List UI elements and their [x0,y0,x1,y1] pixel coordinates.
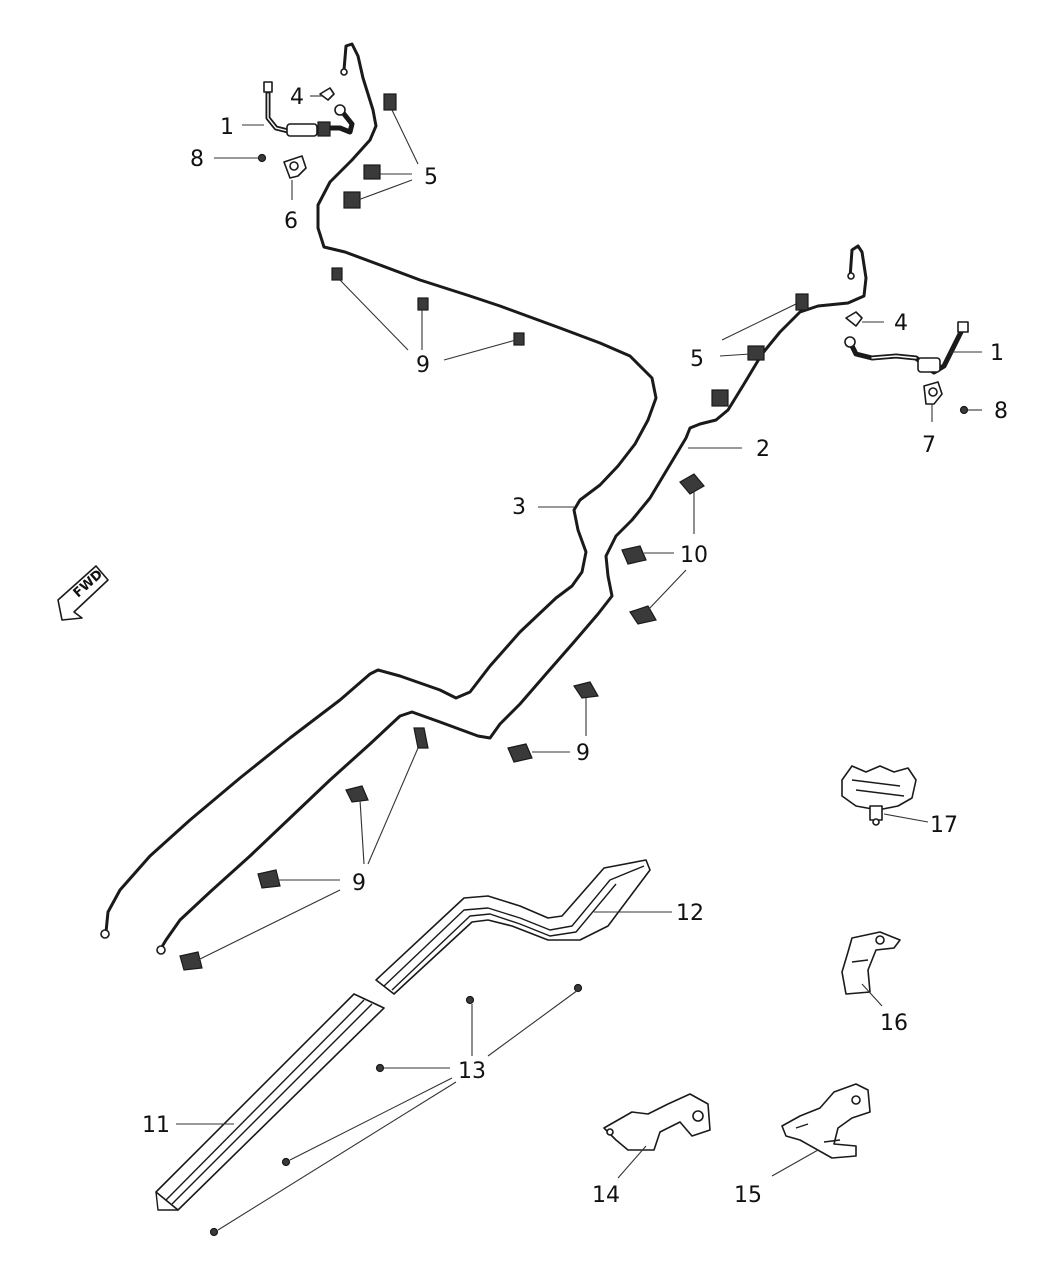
brake-tube-3 [100,42,658,939]
clips-5-right [711,293,809,407]
forward-arrow-icon: FWD [57,565,109,621]
bracket-16 [841,931,901,995]
clips-9-upper [331,267,525,346]
callout-9-lower: 9 [352,871,366,896]
callout-7: 7 [922,433,936,458]
callout-labels: 1 1 2 3 4 4 5 5 6 7 8 8 9 9 9 10 11 12 1… [142,85,1008,1208]
callout-5-left: 5 [424,165,438,190]
clips-5-left [343,93,397,209]
callout-6: 6 [284,209,298,234]
bolts-13 [209,983,583,1237]
clips-9-lower [179,681,599,971]
flex-hose-1-right [844,321,969,375]
callout-14: 14 [592,1183,620,1208]
shield-12 [375,859,651,995]
callout-12: 12 [676,901,704,926]
callout-5-right: 5 [690,347,704,372]
connector-17 [841,765,917,826]
callout-16: 16 [880,1011,908,1036]
callout-4-right: 4 [894,311,908,336]
callout-13: 13 [458,1059,486,1084]
callout-9-middle: 9 [576,741,590,766]
brake-tube-2 [156,244,868,955]
callout-2: 2 [756,437,770,462]
callout-11: 11 [142,1113,170,1138]
callout-9-upper: 9 [416,353,430,378]
callout-10: 10 [680,543,708,568]
channel-11 [155,993,385,1211]
bracket-15 [781,1083,871,1159]
leader-lines [176,95,982,1231]
screw-8-left [257,153,267,163]
bracket-7 [923,381,943,405]
screw-8-right [959,405,969,415]
callout-4-left: 4 [290,85,304,110]
clip-4-left [319,87,335,101]
callout-17: 17 [930,813,958,838]
callout-1-right: 1 [990,341,1004,366]
callout-3: 3 [512,495,526,520]
callout-8-right: 8 [994,399,1008,424]
callout-15: 15 [734,1183,762,1208]
bracket-6 [283,155,307,179]
clip-4-right [845,311,863,327]
flex-hose-1-left [263,81,355,137]
callout-1-left: 1 [220,115,234,140]
bracket-14 [603,1093,711,1151]
clips-10 [621,473,705,625]
callout-8-left: 8 [190,147,204,172]
